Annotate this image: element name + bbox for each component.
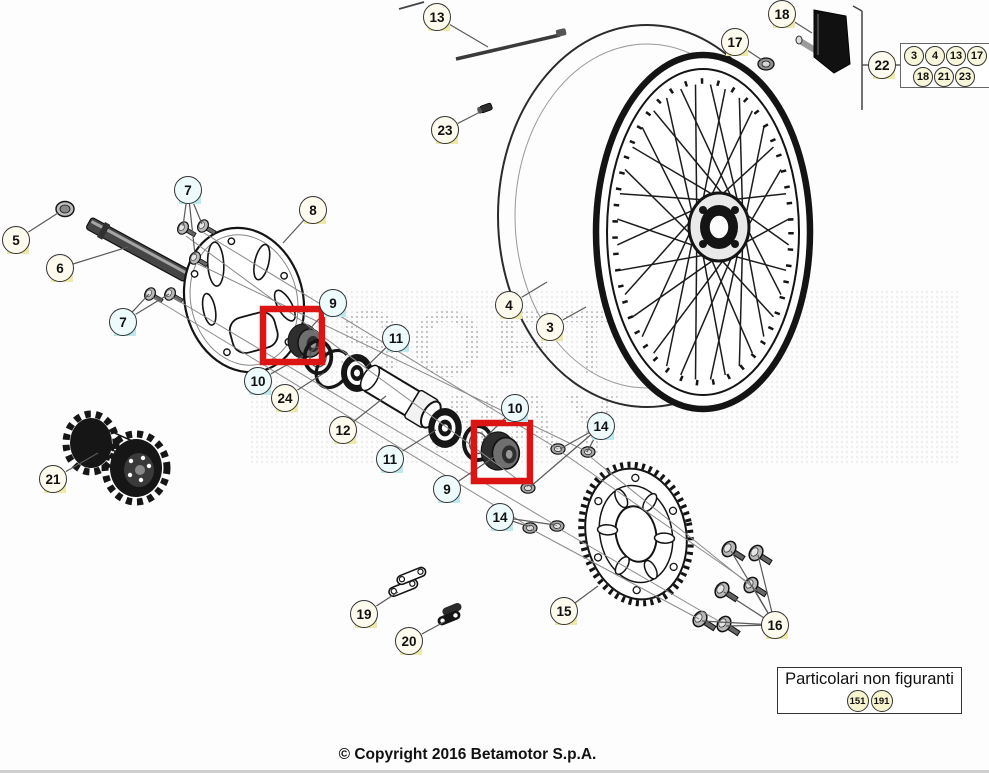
legend-number-4: 4 [925, 46, 945, 66]
callout-number: 17 [721, 28, 749, 56]
callout-number: 16 [761, 611, 789, 639]
callout-11: 11 [382, 324, 410, 352]
callout-number: 7 [109, 308, 137, 336]
callout-14: 14 [587, 412, 615, 440]
callout-number: 15 [550, 597, 578, 625]
callout-8: 8 [299, 196, 327, 224]
legend-number-17: 17 [967, 46, 987, 66]
callout-number: 9 [433, 475, 461, 503]
callout-9: 9 [433, 475, 461, 503]
callout-4: 4 [495, 291, 523, 319]
bottom-edge-strip [0, 770, 989, 773]
callout-11: 11 [376, 445, 404, 473]
callout-number: 12 [329, 416, 357, 444]
callout-17: 17 [721, 28, 749, 56]
callout-number: 9 [319, 289, 347, 317]
callout-22: 22 [868, 51, 896, 79]
callout-3: 3 [536, 313, 564, 341]
callout-number: 10 [244, 367, 272, 395]
red-highlight-box-1 [259, 305, 326, 366]
callout-number: 24 [271, 384, 299, 412]
callout-13: 13 [423, 3, 451, 31]
chain-link-19 [388, 566, 427, 598]
callout-10: 10 [501, 394, 529, 422]
callout-number: 21 [39, 465, 67, 493]
copyright-text: © Copyright 2016 Betamotor S.p.A. [338, 746, 597, 763]
sprocket [578, 461, 694, 607]
callout-number: 14 [587, 412, 615, 440]
callout-number: 20 [395, 627, 423, 655]
callout-number: 10 [501, 394, 529, 422]
legend-number-3: 3 [904, 46, 924, 66]
callout-7: 7 [109, 308, 137, 336]
not-shown-number-191: 191 [870, 690, 893, 712]
callout-19: 19 [350, 600, 378, 628]
callout-12: 12 [329, 416, 357, 444]
callout-20: 20 [395, 627, 423, 655]
chain-guide-bracket [795, 5, 900, 110]
spoke-part [398, 1, 567, 61]
rear-wheel [497, 24, 814, 413]
callout-24: 24 [271, 384, 299, 412]
callout-16: 16 [761, 611, 789, 639]
callout-9: 9 [319, 289, 347, 317]
callout-number: 13 [423, 3, 451, 31]
callout-number: 22 [868, 51, 896, 79]
axle-nut-17 [757, 57, 775, 71]
nipple-part [477, 102, 493, 114]
bolt-16 [713, 613, 744, 642]
legend-number-18: 18 [913, 67, 933, 87]
axle-nut-5 [55, 200, 75, 218]
wheel-spokes [617, 84, 790, 380]
red-highlight-box-2 [470, 419, 534, 485]
legend-number-13: 13 [946, 46, 966, 66]
callout-number: 23 [431, 116, 459, 144]
callout-18: 18 [768, 0, 796, 28]
legend-number-23: 23 [955, 67, 975, 87]
spacer-tube-12 [359, 364, 442, 429]
callout-number: 5 [2, 226, 30, 254]
callout-number: 8 [299, 196, 327, 224]
callout-number: 11 [382, 324, 410, 352]
callout-23: 23 [431, 116, 459, 144]
callout-number: 6 [46, 254, 74, 282]
chain-link-20 [437, 603, 462, 626]
callout-14: 14 [486, 503, 514, 531]
bearing-part-11b [427, 407, 463, 449]
callout-15: 15 [550, 597, 578, 625]
callout-5: 5 [2, 226, 30, 254]
spoke-nipples [612, 78, 794, 386]
callout-7: 7 [174, 176, 202, 204]
bolt-16 [718, 538, 749, 567]
callout-number: 19 [350, 600, 378, 628]
bolt-7 [174, 219, 199, 242]
legend-number-21: 21 [934, 67, 954, 87]
not-shown-label: Particolari non figuranti [785, 670, 954, 688]
callout-number: 18 [768, 0, 796, 28]
callout-number: 4 [495, 291, 523, 319]
callout-21: 21 [39, 465, 67, 493]
callout-6: 6 [46, 254, 74, 282]
callout-number: 14 [486, 503, 514, 531]
callout-number: 7 [174, 176, 202, 204]
not-shown-number-151: 151 [846, 690, 869, 712]
callout-number: 3 [536, 313, 564, 341]
hub-part [62, 410, 171, 506]
callout-number: 11 [376, 445, 404, 473]
callout-10: 10 [244, 367, 272, 395]
